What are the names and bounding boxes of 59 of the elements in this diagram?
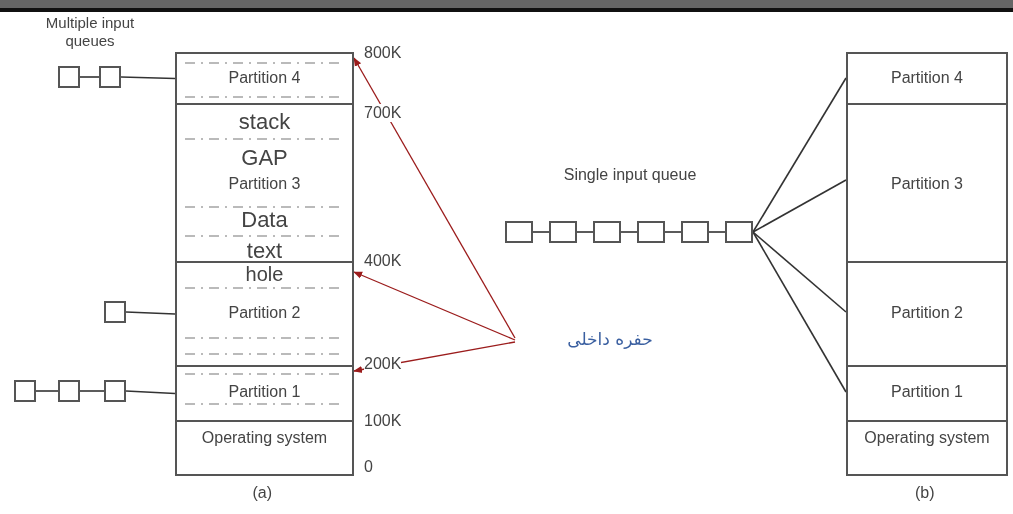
- connector-line: [752, 179, 847, 233]
- connector-line: [79, 76, 100, 78]
- partition-label: hole: [244, 264, 285, 285]
- connector-line: [576, 231, 594, 233]
- connector-line: [125, 311, 176, 315]
- partition-label: GAP: [240, 145, 289, 169]
- queue-slot: [505, 221, 533, 243]
- scale-label: 200K: [364, 355, 402, 373]
- connector-line: [120, 76, 176, 80]
- memory-partition: [175, 365, 354, 422]
- queue-slot: [104, 301, 126, 323]
- connector-line: [620, 231, 638, 233]
- memory-partition: [175, 52, 354, 105]
- memory-partition: [846, 261, 1008, 367]
- partition-label: Partition 2: [889, 305, 964, 322]
- partition-label: Partition 4: [889, 70, 964, 87]
- partition-label: Partition 3: [889, 176, 964, 193]
- queue-slot: [58, 380, 80, 402]
- figure-label: (a): [252, 484, 273, 502]
- memory-partition: [846, 420, 1008, 476]
- memory-partition: [175, 261, 354, 367]
- partition-label: Partition 1: [889, 384, 964, 401]
- scale-label: 700K: [364, 104, 402, 122]
- connector-line: [708, 231, 726, 233]
- memory-partition: [175, 420, 354, 476]
- partition-label: Partition 1: [227, 384, 302, 401]
- connector-line: [532, 231, 550, 233]
- memory-partition: [175, 103, 354, 263]
- figure-label: (b): [915, 484, 935, 502]
- arrow: [353, 57, 516, 339]
- queue-slot: [593, 221, 621, 243]
- annotation-text: حفره داخلی: [566, 331, 654, 349]
- connector-line: [752, 231, 847, 393]
- memory-partition: [846, 52, 1008, 105]
- partition-label: Operating system: [863, 430, 991, 448]
- memory-partition: [846, 103, 1008, 263]
- connector-line: [664, 231, 682, 233]
- partition-label: stack: [237, 109, 292, 133]
- queue-slot: [14, 380, 36, 402]
- queue-slot: [637, 221, 665, 243]
- arrow: [353, 271, 516, 341]
- queue-slot: [725, 221, 753, 243]
- partition-label: Data: [240, 207, 289, 231]
- connector-line: [125, 390, 176, 395]
- queue-slot: [58, 66, 80, 88]
- queue-slot: [549, 221, 577, 243]
- connector-line: [35, 390, 59, 392]
- partition-label: Partition 3: [227, 176, 302, 193]
- queue-slot: [99, 66, 121, 88]
- connector-line: [79, 390, 105, 392]
- queue-slot: [104, 380, 126, 402]
- connector-line: [752, 231, 847, 313]
- partition-label: Partition 4: [227, 70, 302, 87]
- partition-label: Operating system: [200, 430, 329, 448]
- memory-partition: [846, 365, 1008, 422]
- partition-label: Partition 2: [227, 305, 302, 322]
- partition-label: text: [245, 238, 284, 262]
- connector-line: [752, 77, 847, 233]
- queue-slot: [681, 221, 709, 243]
